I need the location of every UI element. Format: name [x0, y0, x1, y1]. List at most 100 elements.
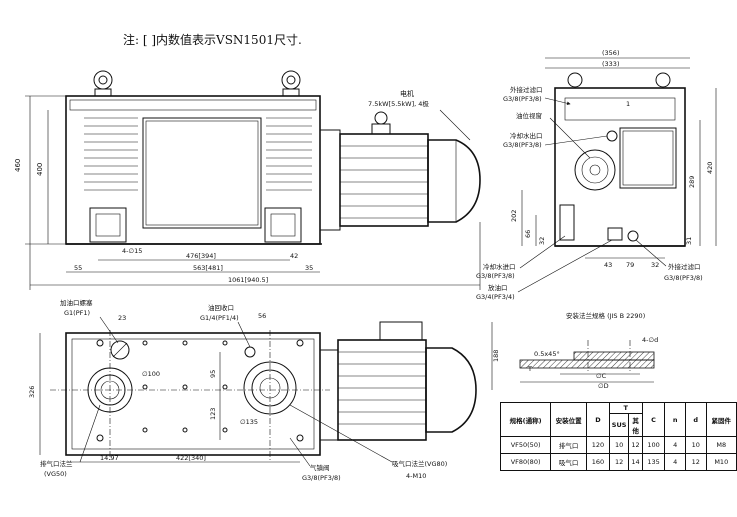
dim-1061: 1061[940.5]: [228, 276, 268, 284]
cell: 12: [684, 453, 707, 471]
cell: 4: [664, 453, 686, 471]
cell: 12: [628, 436, 643, 454]
dim-66: 66: [524, 230, 532, 238]
cell: 135: [641, 453, 666, 471]
cell: 14: [628, 453, 643, 471]
dimension-note: 注: [ ]内数值表示VSN1501尺寸.: [123, 33, 302, 47]
cell: M8: [705, 436, 737, 454]
dim-56: 56: [258, 312, 266, 320]
oil-fill-label: 加油口螺塞: [60, 298, 93, 307]
dim-422: 422[340]: [176, 454, 206, 462]
dim-79: 79: [626, 261, 634, 269]
cooling-fins-left: [84, 117, 138, 191]
gas-ballast-spec: G3/8(PF3/8): [302, 474, 341, 482]
cell: 吸气口: [550, 453, 588, 471]
ext-filter-spec: G3/8(PF3/8): [503, 95, 542, 103]
ext-filter-label: 外接过滤口: [510, 85, 543, 94]
table-row: VF80(80) 吸气口 160 12 14 135 4 12 M10: [499, 453, 737, 471]
dim-55: 55: [74, 264, 82, 272]
cell: VF50(50): [499, 436, 552, 454]
cell: 100: [641, 436, 666, 454]
hdr-fastener: 紧固件: [705, 402, 737, 437]
cell: 12: [608, 453, 630, 471]
label-phiC: ∅C: [596, 372, 607, 380]
side-view: (356) (333) 外接过滤口 G3/8(PF3/8) 油位视窗 冷却: [476, 49, 717, 301]
dim-476: 476[394]: [186, 252, 216, 260]
dim-43: 43: [604, 261, 612, 269]
label-4phid: 4-∅d: [642, 336, 658, 344]
dim-326: 326: [28, 386, 36, 398]
cool-out-label: 冷却水出口: [510, 131, 543, 140]
hdr-position: 安装位置: [550, 402, 588, 437]
motor: [339, 111, 481, 227]
dim-31: 31: [685, 237, 693, 245]
ext-filter2-spec: G3/8(PF3/8): [664, 274, 703, 282]
cool-in-label: 冷却水进口: [483, 262, 516, 271]
dim-95: 95: [209, 370, 217, 378]
dim-333: (333): [602, 60, 619, 68]
flange-title: 安装法兰规格 (JIS B 2290): [566, 311, 645, 320]
cell: 160: [586, 453, 610, 471]
drain-label: 放油口: [488, 283, 508, 292]
exhaust-label: 排气口法兰: [40, 459, 73, 468]
exhaust-spec: (VG50): [44, 470, 67, 478]
cell: 10: [608, 436, 630, 454]
flange-detail: 安装法兰规格 (JIS B 2290) 0.5x45° 4-∅d ∅D ∅C T: [519, 311, 658, 390]
oil-return-spec: G1/4(PF1/4): [200, 314, 239, 322]
dim-420: 420: [706, 162, 714, 174]
dim-14: 14.97: [100, 454, 119, 462]
cell: 4: [664, 436, 686, 454]
hdr-sus: SUS: [608, 413, 630, 437]
lifting-eye-right: [281, 70, 301, 97]
label-T: T: [527, 365, 532, 373]
hdr-other: 其他: [628, 413, 643, 437]
drain-spec: G3/4(PF3/4): [476, 293, 515, 301]
dim-356: (356): [602, 49, 619, 57]
dim-400: 400: [36, 163, 44, 176]
top-view: 326 188 ∅100 ∅135 95 123 23 56 加油口螺塞 G1(…: [28, 298, 500, 482]
cell: 排气口: [550, 436, 588, 454]
front-view: 电机 7.5kW[5.5kW], 4极 460 400 4-∅15 476[39…: [14, 70, 481, 290]
hdr-T: T: [608, 402, 643, 414]
oil-fill-spec: G1(PF1): [64, 309, 90, 317]
cool-in-spec: G3/8(PF3/8): [476, 272, 515, 280]
dim-23: 23: [118, 314, 126, 322]
dim-289: 289: [688, 176, 696, 188]
label-05x45: 0.5x45°: [534, 350, 560, 358]
hdr-n: n: [664, 402, 686, 437]
motor-spec: 7.5kW[5.5kW], 4极: [368, 99, 429, 108]
cool-out-spec: G3/8(PF3/8): [503, 141, 542, 149]
label-phiD: ∅D: [598, 382, 609, 390]
dim-42: 42: [290, 252, 298, 260]
table-row: VF50(50) 排气口 120 10 12 100 4 10 M8: [499, 436, 737, 454]
cell: M10: [705, 453, 737, 471]
cell: VF80(80): [499, 453, 552, 471]
cell: 120: [586, 436, 610, 454]
hdr-spec: 规格(通称): [499, 402, 552, 437]
dim-1: 1: [626, 100, 630, 108]
oil-return-label: 油回收口: [208, 303, 234, 312]
dim-phi100: ∅100: [142, 370, 160, 378]
dim-32: 32: [538, 237, 546, 245]
hdr-d: d: [684, 402, 707, 437]
intake-spec: 4-M10: [406, 472, 426, 480]
dim-202: 202: [510, 210, 518, 222]
flange-spec-table: 规格(通称) 安装位置 D T C n d 紧固件 SUS 其他 VF50(50…: [499, 402, 737, 471]
intake-label: 吸气口法兰(VG80): [392, 459, 447, 468]
gas-ballast-label: 气镇阀: [310, 463, 330, 472]
hdr-C: C: [641, 402, 666, 437]
cooling-fins-right: [266, 117, 312, 191]
dim-32b: 32: [651, 261, 659, 269]
hdr-D: D: [586, 402, 610, 437]
motor-label: 电机: [400, 89, 414, 98]
dim-563: 563[481]: [193, 264, 223, 272]
dim-460: 460: [14, 159, 22, 172]
ext-filter2-label: 外接过滤口: [668, 262, 701, 271]
lifting-eye-left: [93, 70, 113, 97]
dim-phi135: ∅135: [240, 418, 258, 426]
oil-gauge-label: 油位视窗: [516, 111, 542, 120]
dim-4phi15: 4-∅15: [122, 247, 142, 255]
cell: 10: [684, 436, 707, 454]
